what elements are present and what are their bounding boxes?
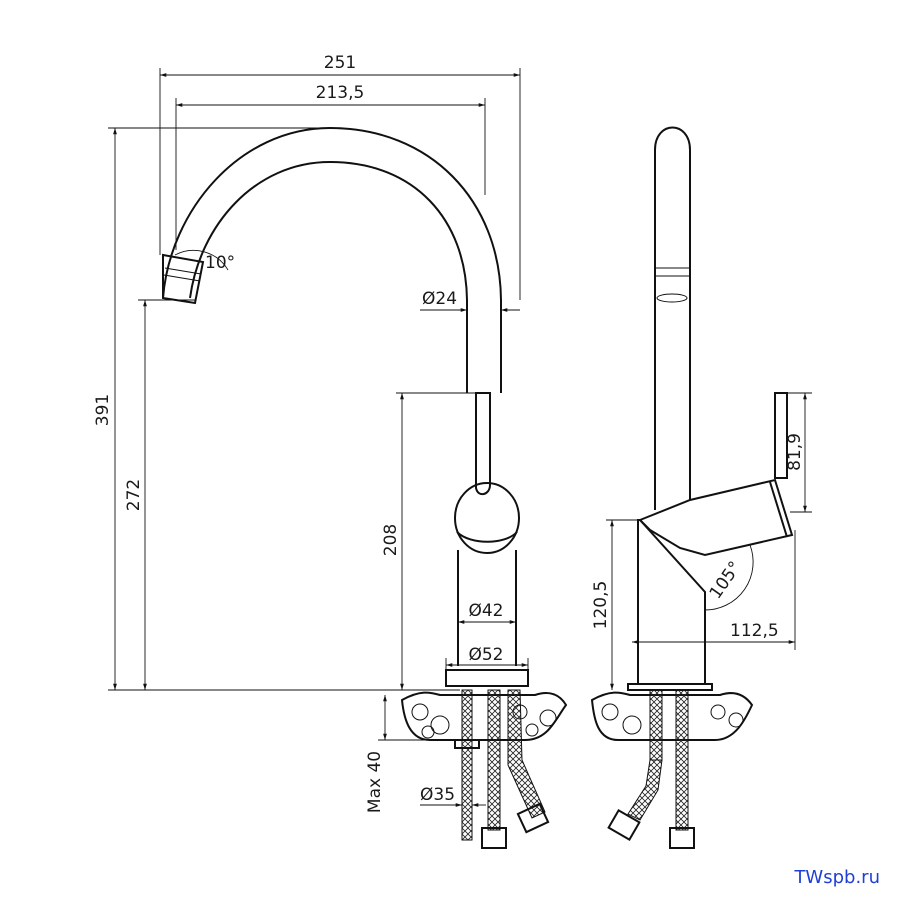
side-hose-right <box>675 689 689 831</box>
dim-max-countertop: Max 40 <box>365 751 385 813</box>
front-view <box>162 126 568 849</box>
dim-overall-width: 251 <box>324 53 356 73</box>
dimension-lines <box>108 68 812 812</box>
hose-nut-left <box>481 827 507 849</box>
dim-base-diameter: Ø52 <box>468 645 503 665</box>
side-nut-right <box>669 827 695 849</box>
dim-hole-diameter: Ø35 <box>420 785 455 805</box>
stud-nut <box>454 739 480 749</box>
side-countertop <box>590 691 754 741</box>
side-nut-left <box>607 808 641 842</box>
faucet-body <box>457 550 517 666</box>
body-ball <box>454 482 520 554</box>
countertop <box>400 691 568 741</box>
side-handle <box>638 478 794 557</box>
dim-side-body-height: 120,5 <box>591 581 611 630</box>
dim-handle-angle: 105° <box>706 558 746 603</box>
side-spout <box>654 126 691 510</box>
dim-handle-height: 81,9 <box>785 433 805 471</box>
dim-spout-diameter: Ø24 <box>422 289 457 309</box>
side-body <box>637 519 706 685</box>
side-hose-left <box>649 689 663 761</box>
dim-side-depth: 112,5 <box>730 621 779 641</box>
lever <box>475 392 491 496</box>
dim-total-height: 391 <box>93 394 113 426</box>
side-handle-lever <box>774 392 788 479</box>
dim-spout-height: 272 <box>124 479 144 511</box>
dim-body-diameter: Ø42 <box>468 601 503 621</box>
spout-outer <box>162 126 502 393</box>
spout-nozzle <box>162 253 205 305</box>
dimension-labels: 251 213,5 391 272 208 10° Ø24 Ø42 Ø52 Ø3… <box>93 53 805 813</box>
mounting-stud <box>461 689 473 841</box>
dim-body-height: 208 <box>381 524 401 556</box>
spout-inner <box>189 160 468 393</box>
base <box>445 669 529 687</box>
dim-spout-reach: 213,5 <box>316 83 365 103</box>
side-hose-curve <box>627 759 663 821</box>
side-view <box>590 126 794 849</box>
watermark: TWspb.ru <box>794 867 880 888</box>
side-base <box>627 683 713 691</box>
hose-left <box>487 689 501 831</box>
hose-right <box>507 689 546 819</box>
dim-spout-angle: 10° <box>205 253 235 273</box>
hose-nut-right <box>516 802 550 834</box>
